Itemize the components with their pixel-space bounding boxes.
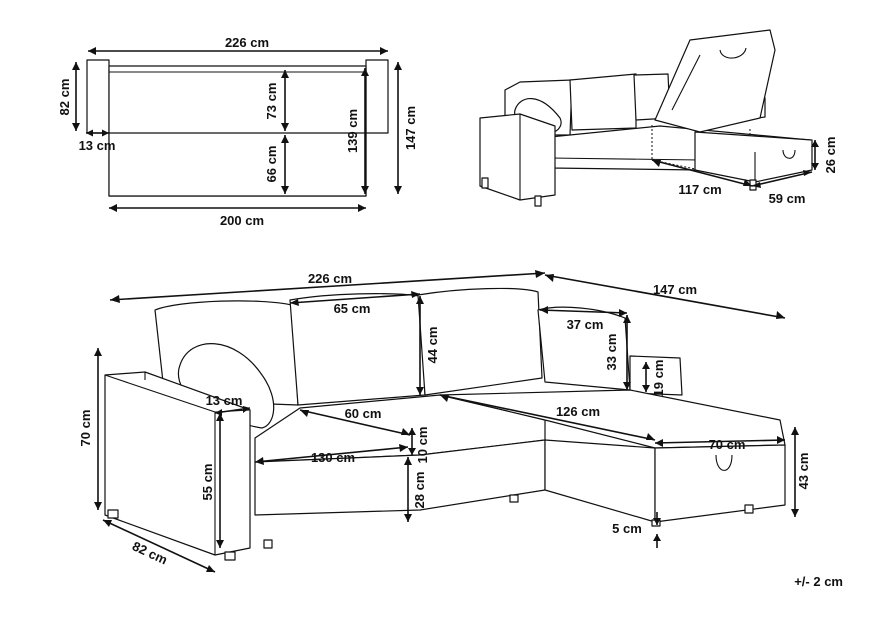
main-130-label: 130 cm: [311, 450, 355, 465]
storage-width-label: 59 cm: [769, 191, 806, 206]
top-arm-label: 13 cm: [79, 138, 116, 153]
leg: [263, 539, 273, 549]
top-right-arm: [365, 59, 389, 134]
main-19-label: 19 cm: [651, 360, 666, 397]
leg: [509, 494, 519, 503]
main-10-label: 10 cm: [415, 427, 430, 464]
main-43-label: 43 cm: [796, 453, 811, 490]
top-200-label: 200 cm: [220, 213, 264, 228]
top-width-label: 226 cm: [225, 35, 269, 50]
main-28-label: 28 cm: [412, 472, 427, 509]
chaise-side: [544, 439, 656, 523]
main-70-label: 70 cm: [78, 410, 93, 447]
chaise-front: [654, 444, 786, 523]
top-depth-label: 82 cm: [57, 79, 72, 116]
main-60-label: 60 cm: [345, 406, 382, 421]
back-cushion-right: [417, 287, 543, 396]
main-view: 226 cm 147 cm 65 cm 44 cm 37 cm 33 cm 19…: [78, 270, 811, 573]
main-37-label: 37 cm: [567, 317, 604, 332]
top-left-arm: [86, 59, 110, 134]
top-66-label: 66 cm: [264, 146, 279, 183]
storage-length-label: 117 cm: [678, 182, 721, 197]
top-73-label: 73 cm: [264, 83, 279, 120]
main-55-label: 55 cm: [200, 464, 215, 501]
main-226-label: 226 cm: [308, 271, 352, 286]
main-126-label: 126 cm: [556, 404, 600, 419]
storage-height-label: 26 cm: [823, 137, 838, 174]
main-65-label: 65 cm: [334, 301, 371, 316]
leg: [107, 509, 119, 519]
main-5-label: 5 cm: [612, 521, 642, 536]
top-view: 226 cm 82 cm 13 cm 73 cm 66 cm 139 cm 14…: [57, 35, 418, 228]
storage-view: 117 cm 59 cm 26 cm: [479, 29, 838, 207]
leg: [224, 551, 236, 561]
top-139-label: 139 cm: [345, 109, 360, 153]
leg: [744, 504, 754, 514]
main-13-label: 13 cm: [206, 393, 243, 408]
storage-handle: [715, 454, 733, 471]
tolerance-note: +/- 2 cm: [794, 574, 843, 589]
main-82-label: 82 cm: [130, 538, 170, 567]
top-chaise-outline: [108, 132, 367, 197]
top-147-label: 147 cm: [403, 106, 418, 150]
main-44-label: 44 cm: [425, 327, 440, 364]
main-147-label: 147 cm: [653, 282, 697, 297]
main-33-label: 33 cm: [604, 334, 619, 371]
main-70-chaise-label: 70 cm: [709, 437, 746, 452]
